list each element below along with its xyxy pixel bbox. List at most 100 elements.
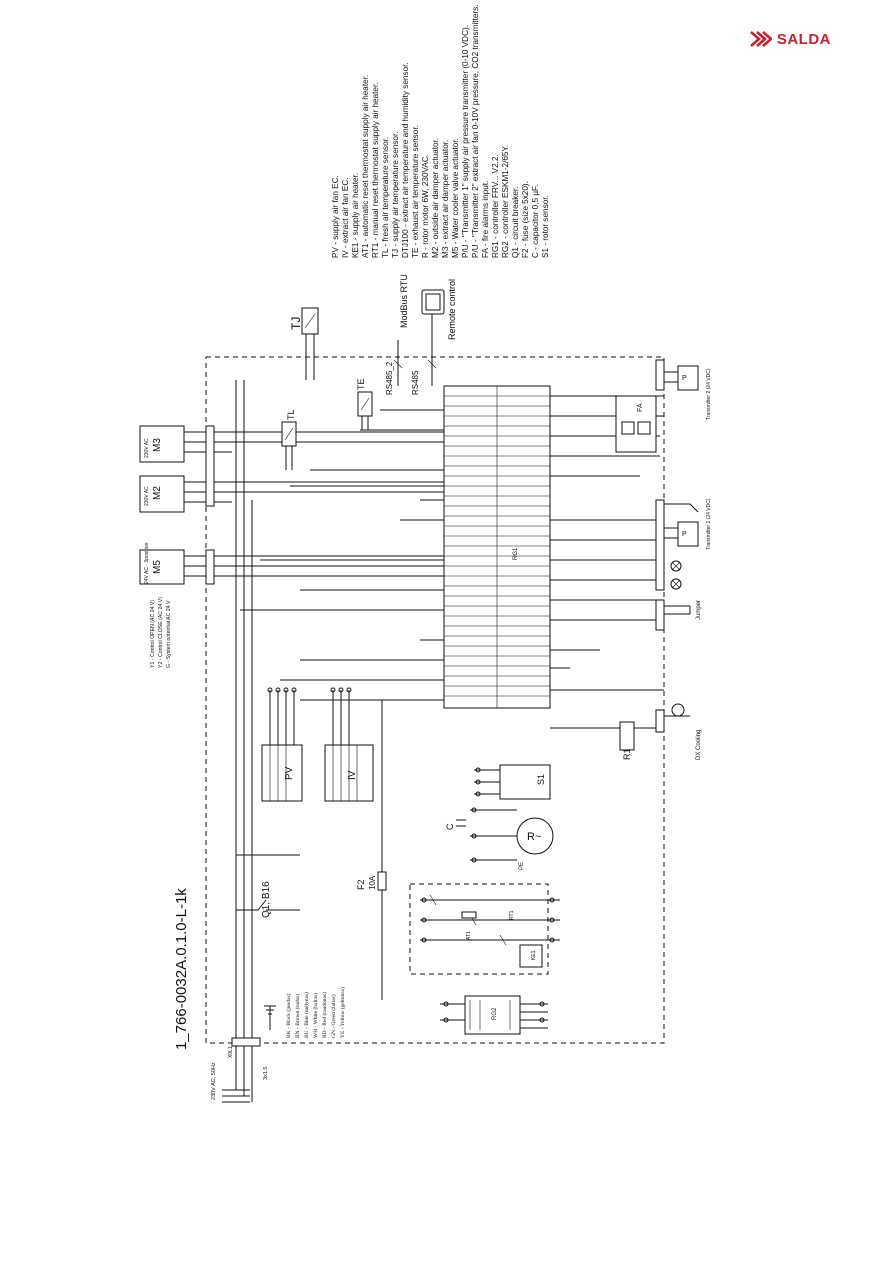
unit-enclosure [205,356,665,1044]
pe-label: PE [519,862,525,870]
legend-line: M5 - Water cooler valve actuator. [451,138,460,258]
te-sensor: TE [356,378,373,430]
legend-line: RG1 - controller FRV... V2.2. [491,154,500,258]
m5-legend-line: Y1 - Control OPEN (AC 24 V) [150,600,156,668]
s1-sensor: S1 [474,764,551,800]
communication-ports: ModBus RTU Remote control RS485_2 RS485 [385,274,457,395]
legend-line: C - capacitor 0,5 µF. [531,185,540,258]
f2-rating-label: 10A [368,875,377,890]
tj-sensor: TJ [289,307,319,380]
m5-legend-line: Y2 - Control CLOSE (AC 24 V) [158,597,164,668]
iv-label: IV [347,770,358,780]
te-label: TE [356,378,366,390]
legend-line: RG2 - controller ESKM1-2/65Y. [501,145,510,258]
wire-color-line: BK - Black (juodas) [285,993,292,1038]
pv-fan: PV [261,687,303,802]
wire-color-line: YE - Yellow (geltonas) [339,987,346,1038]
salda-logo-icon [749,31,772,47]
wire-color-line: BN - Brown (rudas) [294,994,301,1038]
tl-sensor: TL [281,409,297,470]
indicator-lamps [670,560,682,590]
jumper: Jumper [664,600,702,620]
wire-color-legend: BK - Black (juodas) BN - Brown (rudas) B… [285,987,346,1038]
legend-line: DTJ100 - extract air temperature and hum… [401,62,410,258]
cable-label: 3x1.5 [263,1067,269,1080]
legend-line: M3 - extract air damper actuator. [441,140,450,258]
rt1-label: RT1 [509,910,515,920]
transmitter2-label: Transmitter 2 (24 VDC) [706,368,712,420]
m5-legend-line: G - System potential AC 24 V [166,600,172,668]
f2-fuse: F2 10A [356,700,387,1000]
legend-line: S1 - rotor sensor. [541,195,550,258]
m2-actuator: M2 230V AC [139,475,444,513]
legend-line: M2 - outside air damper actuator. [431,138,440,258]
m2-label: M2 [152,486,163,500]
legend-line: PV - supply air fan EC. [331,175,340,258]
tl-label: TL [286,409,296,420]
x0-terminal-label: X0L1 [228,1046,234,1058]
fa-label: FA [637,403,644,412]
dx-cooling-label: DX Cooling [696,730,702,760]
iv-fan: IV [324,687,374,802]
m5-label: M5 [152,560,163,574]
q1-breaker: Q1, B16 [236,854,300,918]
component-legend: PV - supply air fan EC. IV - extract air… [331,5,550,258]
legend-line: P/U - "Transmitter 1" supply air pressur… [461,25,470,258]
tj-label: TJ [289,317,303,330]
modbus-label: ModBus RTU [399,274,409,328]
terminal-strip-right [655,359,665,733]
fire-alarm-input: FA [615,395,657,453]
power-supply: 230V AC, 50Hz 3x1.5 X0L1 [211,380,276,1103]
rg2-controller: RG2 [440,995,548,1035]
svg-text:P: P [682,375,687,382]
r1-label: R1 [622,748,632,760]
ke1-label: KE1 [531,950,537,960]
rs485-2-label: RS485_2 [385,361,394,395]
transmitter1-label: Transmitter 1 (24 VDC) [706,498,712,550]
q1-label: Q1, B16 [261,881,272,918]
remote-control-label: Remote control [447,279,457,340]
rg1-label: RG1 [513,547,519,560]
transmitter-2: P Transmitter 2 (24 VDC) [664,365,712,420]
svg-text:P: P [682,531,687,538]
brand-logo: SALDA [749,30,831,48]
legend-line: TL - fresh air temperature sensor. [381,137,390,258]
legend-line: TE - exhaust air temperature sensor. [411,125,420,258]
legend-line: Q1 - circuit breaker. [511,187,520,258]
wire-color-line: WH - White (baltas) [312,993,319,1038]
rg2-label: RG2 [492,1007,498,1020]
at1-label: AT1 [466,931,472,940]
wire-color-line: GN - Green (žalias) [330,994,337,1038]
m2-volt-label: 230V AC [144,486,150,506]
dx-cooling: R1 DX Cooling [550,703,702,760]
legend-line: IV - extract air fan EC. [341,177,350,258]
legend-line: R - rotor motor 6W, 230VAC. [421,154,430,258]
supply-label: 230V AC, 50Hz [211,1062,217,1100]
pv-label: PV [284,766,295,780]
f2-label: F2 [356,879,366,890]
jumper-label: Jumper [696,600,702,620]
ke1-heater-block: KE1 AT1 RT1 [409,883,560,975]
legend-line: AT1 - automatic reset thermostat supply … [361,75,370,258]
m5-volt-label: 24V AC - 3position [144,542,150,584]
rg1-controller: RG1 [240,385,664,709]
brand-name: SALDA [776,30,831,48]
m3-actuator: M3 230V AC [139,425,444,463]
capacitor-label: C [445,823,455,830]
legend-line: KE1 - supply air heater. [351,173,360,258]
transmitter-1: P Transmitter 1 (24 VDC) [664,498,712,550]
legend-line: FA - fire alarms input. [481,181,490,258]
drawing-title: 1_766-0032A.0.1.0-L-1k [173,888,190,1050]
s1-label: S1 [536,774,546,785]
m3-volt-label: 230V AC [144,438,150,458]
m5-legend: Y1 - Control OPEN (AC 24 V) Y2 - Control… [150,597,172,668]
legend-line: F2 - fuse (size 5x20). [521,181,530,258]
svg-text:R~: R~ [527,831,541,843]
legend-line: RT1 - manual reset thermostat supply air… [371,82,380,258]
wire-color-line: RD - Red (raudonas) [321,992,328,1038]
m3-label: M3 [152,438,163,452]
legend-line: P/U - "Transmitter 2" extract air fan 0-… [471,5,480,258]
rs485-label: RS485 [411,370,420,395]
legend-line: TJ - supply air temperature sensor. [391,131,400,258]
